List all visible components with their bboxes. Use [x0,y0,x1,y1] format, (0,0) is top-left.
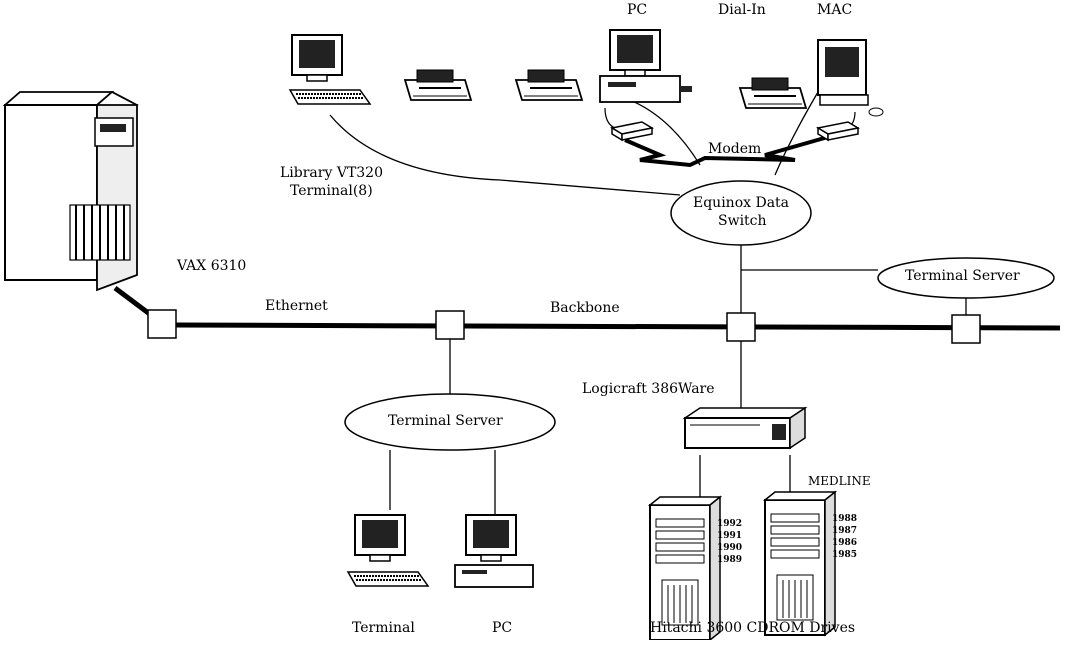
pc-bottom-label: PC [492,620,513,636]
ethernet-label: Ethernet [265,298,328,314]
mac-computer [739,39,884,141]
cdrom-right-year: 1988 [832,514,858,524]
pc-top [515,29,692,141]
terminal-bottom-label: Terminal [352,620,415,636]
cdrom-left-year: 1989 [717,555,743,565]
equinox-label-line2: Switch [718,213,767,229]
backbone-label: Backbone [550,300,620,316]
junction-vax [147,309,177,339]
equinox-data-switch [670,180,812,246]
pc-top-label: PC [627,2,648,18]
junction-terminal-server-right [951,314,981,344]
terminal-server-right-label: Terminal Server [905,268,1020,284]
terminal-server-left [344,393,556,451]
mac-label: MAC [817,2,853,18]
cdrom-left-year: 1990 [717,543,743,553]
hitachi-label: Hitachi 3600 CDROM Drives [650,620,856,636]
junction-terminal-server [435,310,465,340]
terminal-server-left-label: Terminal Server [388,413,503,429]
ethernet-backbone [174,322,1061,331]
modem-label: Modem [708,141,762,157]
library-label-line1: Library VT320 [280,165,383,181]
modem-link [624,133,836,168]
terminal-server-right [877,257,1055,299]
logicraft-server [682,406,808,450]
vax-label: VAX 6310 [177,258,247,274]
junction-equinox [726,312,756,342]
cdrom-left-year: 1992 [717,519,743,529]
cdrom-right-year: 1987 [832,526,858,536]
cdrom-tower-left [649,496,721,641]
medline-label: MEDLINE [808,474,871,488]
cdrom-right-year: 1985 [832,550,858,560]
cdrom-right-year: 1986 [832,538,858,548]
equinox-label-line1: Equinox Data [693,195,790,211]
library-label-line2: Terminal(8) [290,183,373,199]
dialin-label: Dial-In [718,2,766,18]
pc-bottom [454,514,534,588]
cdrom-left-year: 1991 [717,531,743,541]
terminal-bottom [347,514,429,587]
vax-computer [2,90,139,292]
library-terminal [289,34,472,105]
logicraft-label: Logicraft 386Ware [582,381,715,397]
cdrom-tower-right [764,491,836,636]
